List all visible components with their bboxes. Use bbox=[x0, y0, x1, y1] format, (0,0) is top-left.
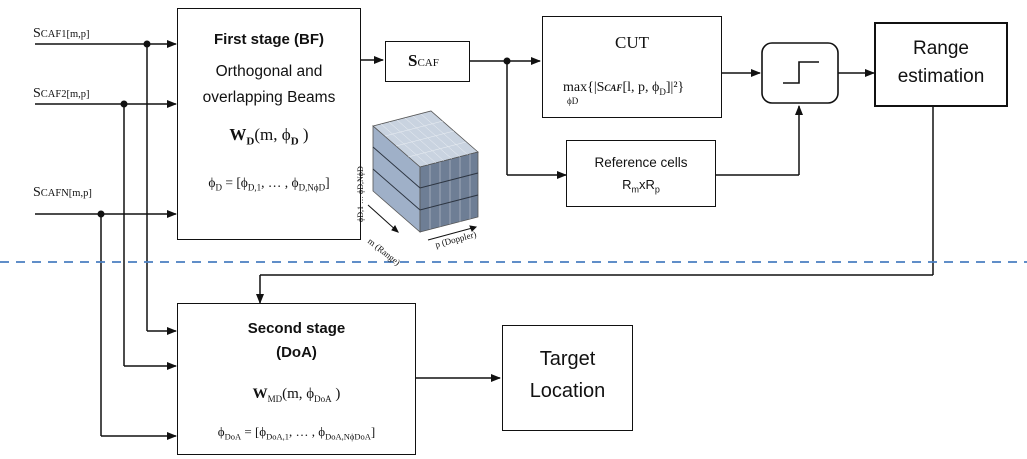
target-line-1: Target bbox=[539, 348, 596, 370]
reference-cells-box: Reference cells RmxRp bbox=[566, 140, 716, 207]
target-location-box: Target Location bbox=[502, 325, 633, 431]
cut-max-subscript: ϕD bbox=[567, 96, 579, 106]
target-line-2: Location bbox=[529, 380, 606, 402]
range-estimation-line-2: estimation bbox=[897, 66, 985, 87]
scaf-box: SCAF bbox=[385, 41, 470, 82]
first-stage-line-1: Orthogonal and bbox=[215, 63, 323, 80]
cut-box: CUT max{|SCAF[l, p, ϕD]|²} ϕD bbox=[542, 16, 722, 118]
first-stage-box: First stage (BF) Orthogonal and overlapp… bbox=[177, 8, 361, 240]
second-stage-title-2: (DoA) bbox=[276, 344, 317, 361]
second-stage-title-1: Second stage bbox=[247, 320, 346, 337]
first-stage-line-2: overlapping Beams bbox=[202, 89, 336, 106]
scaf-label: SCAF bbox=[408, 51, 439, 70]
first-stage-phi-set: ϕD = [ϕD,1, … , ϕD,NϕD] bbox=[208, 175, 330, 193]
range-doppler-cube-icon bbox=[367, 110, 479, 241]
first-stage-title: First stage (BF) bbox=[213, 31, 324, 48]
reference-cells-size: RmxRp bbox=[622, 177, 660, 195]
second-stage-phi-set: ϕDoA = [ϕDoA,1, … , ϕDoA,NϕDoA] bbox=[217, 424, 376, 442]
cube-beam-label: ϕD,1 … ϕD,NϕD bbox=[356, 166, 365, 222]
cut-expression: max{|SCAF[l, p, ϕD]|²} bbox=[563, 80, 685, 97]
step-icon bbox=[783, 61, 819, 84]
input-signal-1-label: SCAF1[m,p] bbox=[33, 26, 90, 41]
first-stage-weight: WD(m, ϕD ) bbox=[229, 125, 309, 148]
input-signal-n-label: SCAFN[m,p] bbox=[33, 185, 92, 200]
range-estimation-box: Range estimation bbox=[874, 22, 1008, 107]
second-stage-box: Second stage (DoA) WMD(m, ϕDoA ) ϕDoA = … bbox=[177, 303, 416, 455]
reference-cells-title: Reference cells bbox=[594, 155, 688, 170]
threshold-comparator bbox=[761, 42, 839, 104]
second-stage-weight: WMD(m, ϕDoA ) bbox=[252, 386, 341, 404]
input-signal-2-label: SCAF2[m,p] bbox=[33, 86, 90, 101]
cut-title: CUT bbox=[615, 33, 649, 52]
range-estimation-line-1: Range bbox=[913, 38, 969, 59]
